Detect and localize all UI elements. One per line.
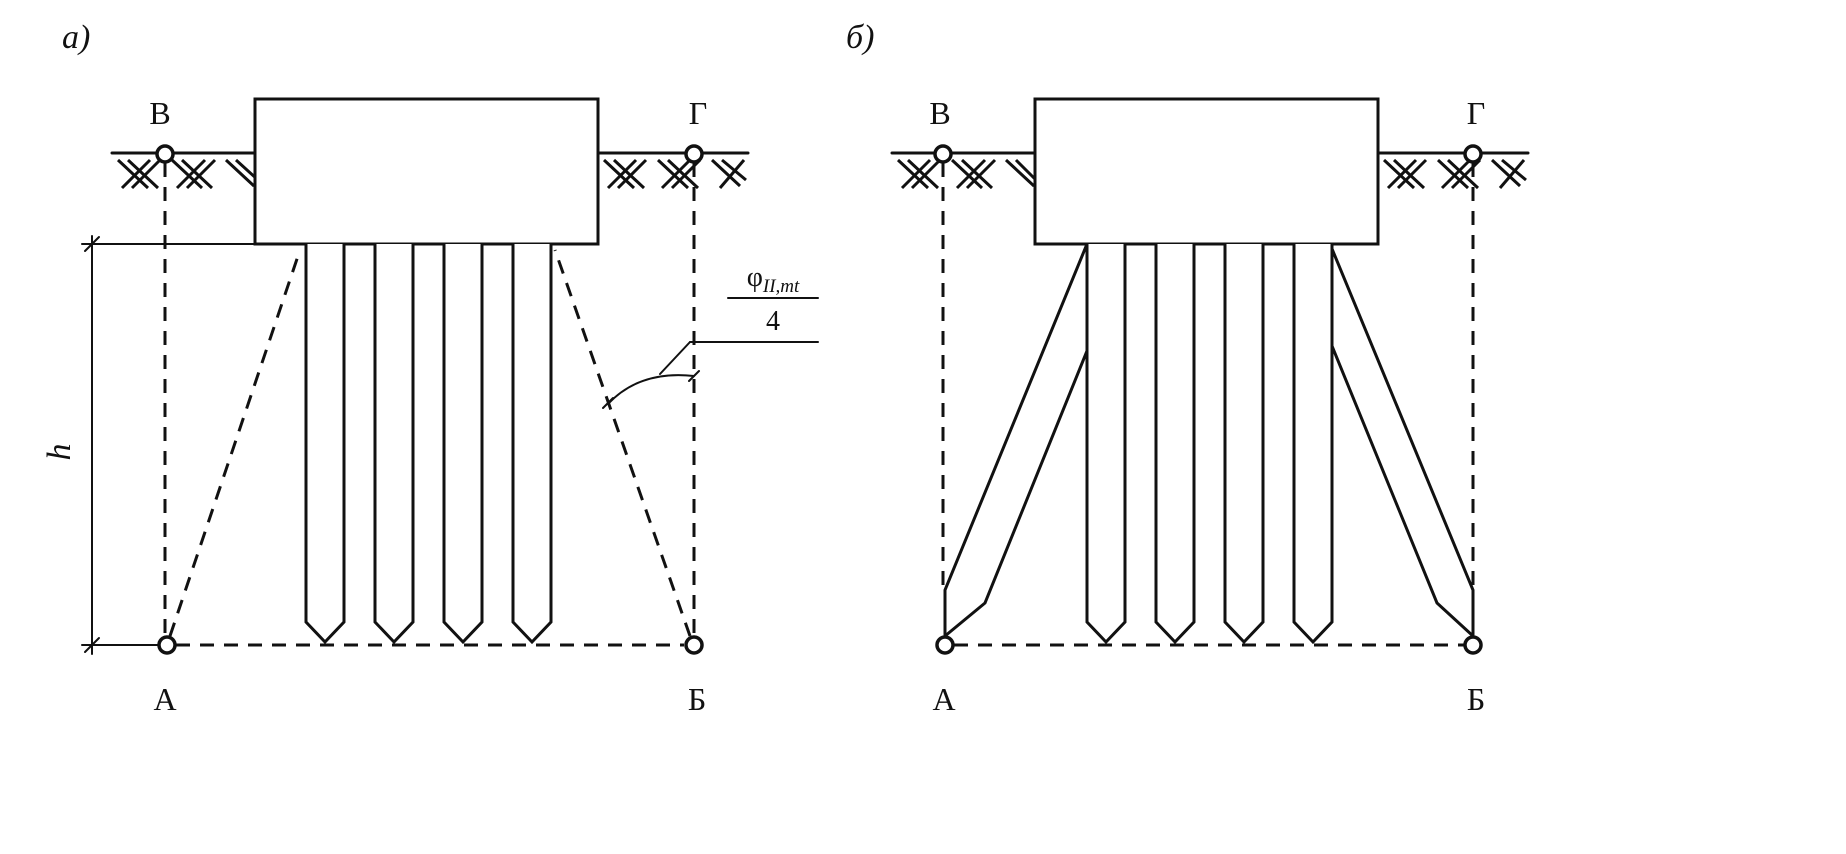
panel-a: а) <box>41 19 819 717</box>
pile <box>1223 244 1265 645</box>
point-label-top-right-a: Г <box>689 95 708 131</box>
dash-slope-right-a <box>553 249 692 637</box>
node-top-right-b <box>1463 144 1483 164</box>
ground-hatch-left-b <box>890 151 1038 190</box>
battered-pile-left <box>943 243 1091 640</box>
pile <box>1292 244 1334 645</box>
piles-b <box>1085 244 1334 645</box>
node-top-left-a <box>155 144 175 164</box>
node-top-right-a <box>684 144 704 164</box>
angle-numerator: φII,mt <box>747 262 800 297</box>
point-label-bottom-left-b: А <box>932 681 955 717</box>
dimension-h: h <box>41 235 301 655</box>
panel-b: б) В <box>846 19 1530 717</box>
dash-slope-left-a <box>168 249 302 637</box>
angle-annotation: φII,mt 4 <box>602 262 819 409</box>
pile <box>373 244 415 645</box>
node-bottom-left-b <box>935 635 955 655</box>
dimension-h-label: h <box>41 444 78 461</box>
panel-b-label: б) <box>846 19 874 56</box>
angle-denominator: 4 <box>766 306 780 337</box>
pile-cap-b <box>1033 97 1380 246</box>
piles-a <box>304 244 553 645</box>
pile <box>1154 244 1196 645</box>
point-label-bottom-right-a: Б <box>688 681 706 717</box>
pile <box>304 244 346 645</box>
point-label-top-left-b: В <box>929 95 950 131</box>
node-bottom-left-a <box>157 635 177 655</box>
ground-hatch-right-a <box>596 151 750 190</box>
pile <box>442 244 484 645</box>
battered-pile-right <box>1328 243 1475 640</box>
pile <box>1085 244 1127 645</box>
pile-cap-a <box>253 97 600 246</box>
node-bottom-right-a <box>684 635 704 655</box>
ground-hatch-left-a <box>110 151 260 190</box>
panel-a-label: а) <box>62 19 90 56</box>
ground-hatch-right-b <box>1376 151 1530 190</box>
point-label-top-right-b: Г <box>1467 95 1486 131</box>
node-bottom-right-b <box>1463 635 1483 655</box>
point-label-bottom-right-b: Б <box>1467 681 1485 717</box>
pile <box>511 244 553 645</box>
node-top-left-b <box>933 144 953 164</box>
point-label-top-left-a: В <box>149 95 170 131</box>
point-label-bottom-left-a: А <box>153 681 176 717</box>
